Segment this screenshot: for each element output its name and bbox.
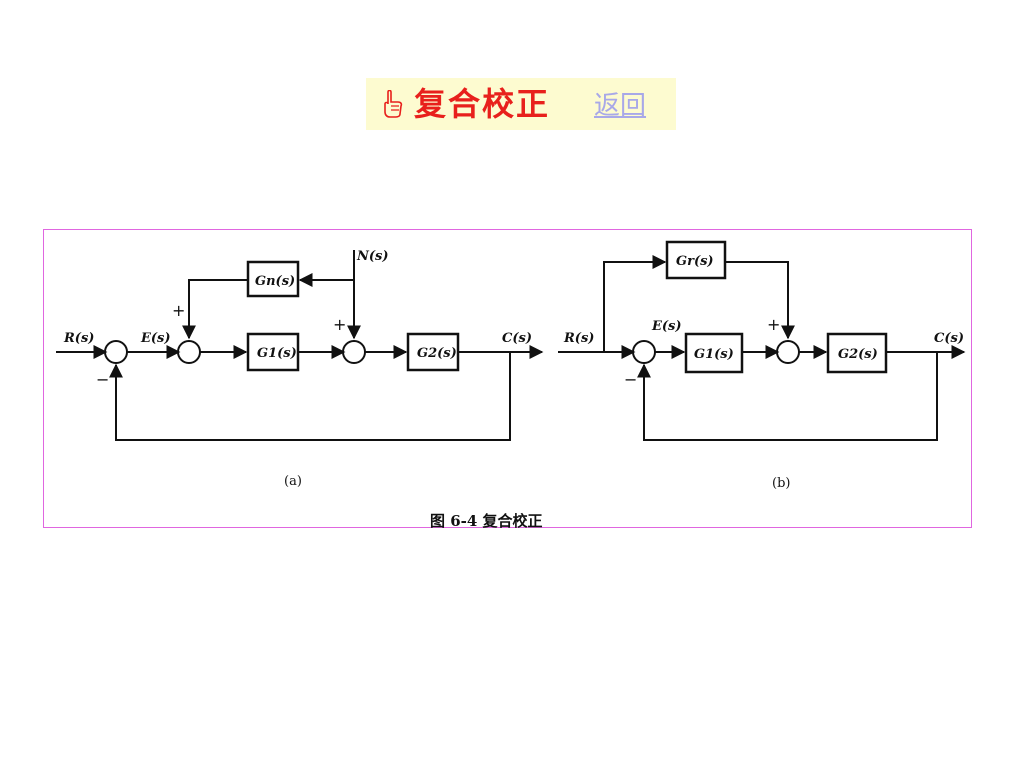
label-g2-b: G2(s) (838, 347, 878, 362)
label-g1-b: G1(s) (694, 347, 734, 362)
plus-sign-a2: + (333, 315, 346, 334)
label-r-a: R(s) (63, 331, 94, 346)
summing-junction-b1 (632, 340, 656, 364)
label-c-a: C(s) (502, 331, 532, 346)
pointing-hand-icon (384, 90, 403, 118)
minus-sign-b: − (624, 370, 637, 389)
summing-junction-a3 (342, 340, 366, 364)
block-gr-b (665, 240, 727, 280)
diagram-a (56, 250, 544, 441)
label-e-b: E(s) (651, 319, 682, 334)
label-gn-a: Gn(s) (255, 274, 295, 289)
minus-sign-a: − (96, 370, 109, 389)
summing-junction-b2 (776, 340, 800, 364)
summing-junction-a1 (104, 340, 128, 364)
figure-frame: R(s) E(s) N(s) C(s) G1(s) G2(s) Gn(s) + … (43, 229, 972, 529)
sublabel-b: (b) (772, 476, 790, 491)
label-c-b: C(s) (934, 331, 964, 346)
figure-caption: 图 6-4 复合校正 (430, 512, 543, 529)
label-g1-a: G1(s) (257, 346, 297, 361)
plus-sign-b: + (767, 315, 780, 334)
label-r-b: R(s) (563, 331, 594, 346)
label-g2-a: G2(s) (417, 346, 457, 361)
summing-junction-a2 (177, 340, 201, 364)
page-title: 复合校正 (414, 85, 551, 123)
back-link[interactable]: 返回 (594, 91, 647, 121)
title-banner: 复合校正 返回 (366, 78, 676, 130)
sublabel-a: (a) (284, 474, 302, 489)
block-diagram: R(s) E(s) N(s) C(s) G1(s) G2(s) Gn(s) + … (56, 240, 966, 529)
label-e-a: E(s) (140, 331, 171, 346)
label-gr-b: Gr(s) (676, 254, 714, 269)
diagram-b (558, 240, 966, 441)
plus-sign-a1: + (172, 301, 185, 320)
label-n-a: N(s) (356, 249, 389, 264)
